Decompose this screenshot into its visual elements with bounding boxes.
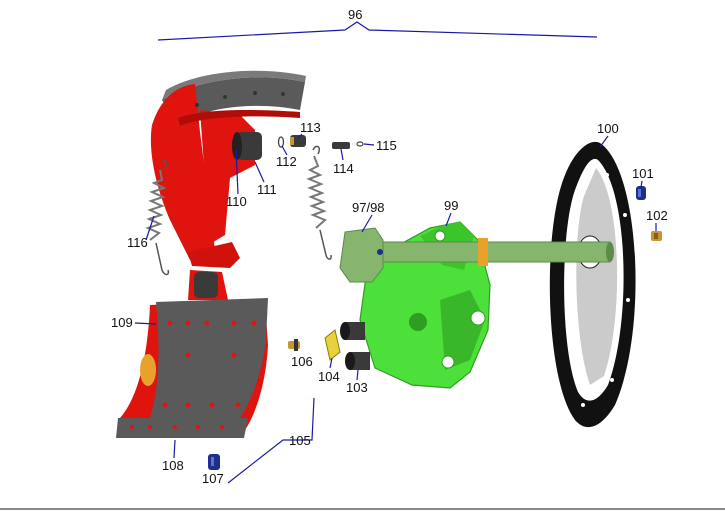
label-102: 102 (646, 208, 668, 223)
leader-97-98 (361, 214, 373, 233)
anchor-pins (340, 322, 370, 370)
roller-110 (232, 132, 262, 160)
label-113: 113 (300, 120, 321, 135)
upper-brake-shoe (150, 70, 306, 268)
label-115: 115 (376, 138, 397, 153)
dust-shield (549, 141, 636, 428)
leader-101 (640, 180, 643, 188)
return-spring-left (145, 160, 170, 276)
leader-113 (297, 133, 303, 139)
leader-114 (340, 148, 344, 161)
return-spring-right (306, 145, 332, 260)
assembly-brace (157, 21, 598, 41)
nut-102 (651, 231, 662, 241)
brake-spider (359, 221, 491, 389)
lower-brake-shoe (116, 270, 268, 438)
pin-114 (332, 142, 350, 149)
retainer-112 (277, 136, 285, 148)
label-105: 105 (289, 433, 311, 448)
leader-109 (134, 322, 157, 325)
label-106: 106 (291, 354, 313, 369)
label-110: 110 (226, 194, 247, 209)
label-101: 101 (632, 166, 654, 181)
bushing-104 (324, 329, 341, 361)
label-111: 111 (257, 182, 277, 197)
label-107: 107 (202, 471, 224, 486)
label-100: 100 (597, 121, 619, 136)
clip-115 (356, 141, 364, 147)
camshaft (339, 227, 614, 283)
leader-104 (329, 357, 333, 369)
leader-115 (363, 143, 375, 146)
leader-105 (227, 397, 315, 484)
label-114: 114 (333, 161, 354, 176)
leader-100 (599, 135, 609, 148)
leader-111 (254, 161, 265, 183)
label-109: 109 (111, 315, 133, 330)
label-112: 112 (276, 154, 297, 169)
roller-pin-113 (290, 135, 306, 147)
leader-99 (445, 212, 452, 227)
leader-108 (173, 439, 176, 459)
label-97-98: 97/98 (352, 200, 385, 215)
leader-110 (235, 149, 239, 195)
bolt-107 (208, 454, 220, 470)
leader-116 (145, 215, 155, 241)
label-96: 96 (348, 7, 362, 22)
leader-103 (356, 369, 359, 381)
label-104: 104 (318, 369, 340, 384)
leader-112 (281, 145, 288, 156)
label-99: 99 (444, 198, 458, 213)
label-116: 116 (127, 235, 148, 250)
rivet-106 (288, 339, 300, 351)
bolt-101 (636, 186, 646, 200)
label-103: 103 (346, 380, 368, 395)
label-108: 108 (162, 458, 184, 473)
